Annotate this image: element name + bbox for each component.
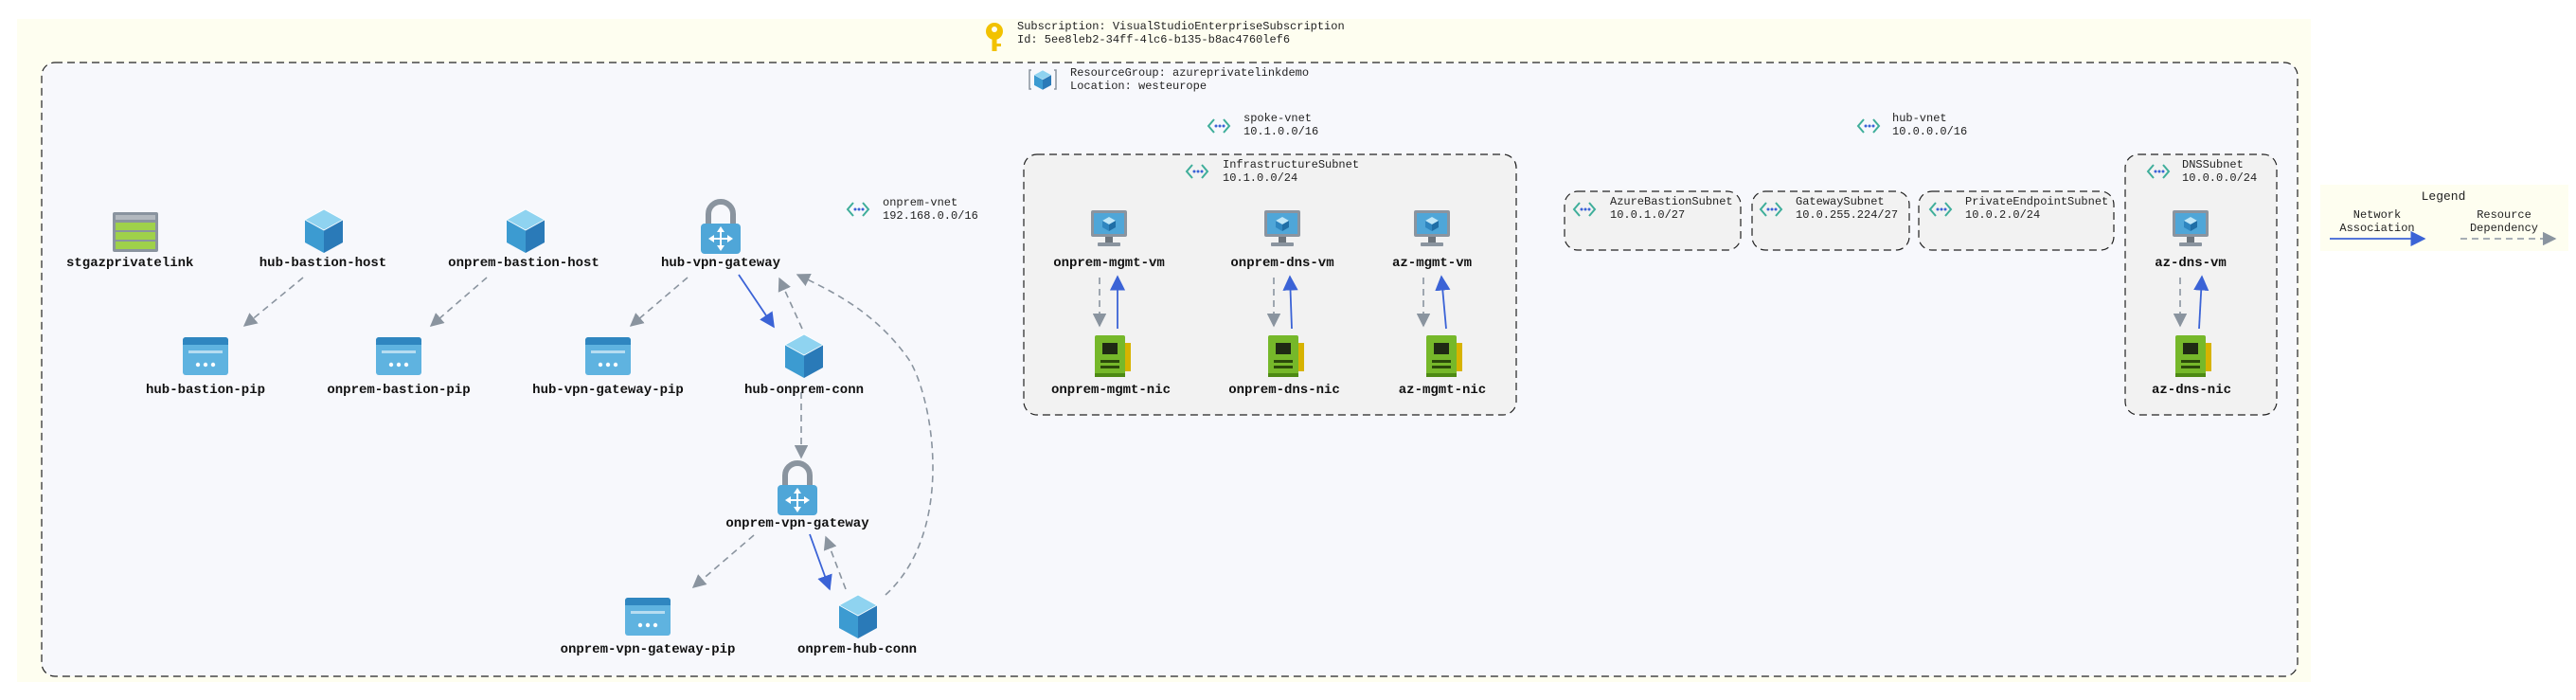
hub-vnet-cidr: 10.0.0.0/16: [1892, 125, 1967, 138]
bastion-subnet-cidr: 10.0.1.0/27: [1610, 208, 1685, 222]
onprem-mgmt-vm-node[interactable]: onprem-mgmt-vm: [1053, 210, 1165, 271]
onprem-bastion-host-node[interactable]: onprem-bastion-host: [448, 208, 599, 271]
onprem-mgmt-nic-node[interactable]: onprem-mgmt-nic: [1051, 335, 1171, 398]
az-dns-nic-node[interactable]: az-dns-nic: [2152, 335, 2231, 398]
legend-title: Legend: [2422, 189, 2466, 204]
private-endpoint-subnet-name: PrivateEndpointSubnet: [1965, 195, 2108, 208]
az-dns-vm-label: az-dns-vm: [2155, 256, 2227, 271]
hub-onprem-conn-node[interactable]: hub-onprem-conn: [744, 333, 864, 398]
subscription-id: Id: 5ee8leb2-34ff-4lc6-b135-b8ac4760lef6: [1017, 33, 1290, 46]
legend-network-line2: Association: [2339, 222, 2414, 235]
network-association-edges: [738, 274, 2209, 591]
legend-network-line1: Network: [2353, 208, 2401, 222]
hub-vpn-gateway-label: hub-vpn-gateway: [661, 256, 781, 271]
onprem-hub-conn-label: onprem-hub-conn: [797, 642, 917, 657]
stgazprivatelink-node[interactable]: stgazprivatelink: [66, 212, 193, 271]
gateway-subnet-name: GatewaySubnet: [1796, 195, 1885, 208]
hub-onprem-conn-label: hub-onprem-conn: [744, 383, 864, 398]
gateway-subnet-cidr: 10.0.255.224/27: [1796, 208, 1898, 222]
key-icon: [986, 23, 1003, 51]
resource-group-location: Location: westeurope: [1070, 80, 1207, 93]
dependency-edges: [242, 274, 2188, 596]
onprem-bastion-pip-label: onprem-bastion-pip: [327, 383, 470, 398]
onprem-bastion-host-label: onprem-bastion-host: [448, 256, 599, 271]
onprem-bastion-pip-node[interactable]: onprem-bastion-pip: [327, 337, 471, 398]
hub-vpn-gateway-pip-label: hub-vpn-gateway-pip: [532, 383, 684, 398]
legend-dependency-line1: Resource: [2477, 208, 2531, 222]
az-mgmt-nic-label: az-mgmt-nic: [1399, 383, 1486, 398]
resource-group-name: ResourceGroup: azureprivatelinkdemo: [1070, 66, 1309, 80]
onprem-vpn-gateway-node[interactable]: onprem-vpn-gateway: [725, 463, 869, 531]
hub-vpn-gateway-node[interactable]: hub-vpn-gateway: [661, 202, 781, 271]
az-mgmt-vm-label: az-mgmt-vm: [1392, 256, 1472, 271]
az-dns-vm-node[interactable]: az-dns-vm: [2155, 210, 2227, 271]
bastion-subnet: [1564, 190, 1742, 251]
spoke-vnet-name: spoke-vnet: [1243, 112, 1312, 125]
onprem-vnet-name: onprem-vnet: [883, 196, 957, 209]
onprem-vpn-gateway-label: onprem-vpn-gateway: [725, 516, 869, 531]
private-endpoint-subnet-cidr: 10.0.2.0/24: [1965, 208, 2040, 222]
public-ip-icon: [585, 337, 631, 375]
az-mgmt-nic-node[interactable]: az-mgmt-nic: [1399, 335, 1486, 398]
gateway-subnet: [1751, 190, 1910, 251]
stgazprivatelink-label: stgazprivatelink: [66, 256, 193, 271]
bastion-subnet-name: AzureBastionSubnet: [1610, 195, 1733, 208]
subscription-name: Subscription: VisualStudioEnterpriseSubs…: [1017, 20, 1345, 33]
az-dns-nic-label: az-dns-nic: [2152, 383, 2231, 398]
hub-bastion-pip-label: hub-bastion-pip: [146, 383, 265, 398]
onprem-vpn-gateway-pip-label: onprem-vpn-gateway-pip: [561, 642, 736, 657]
onprem-mgmt-nic-label: onprem-mgmt-nic: [1051, 383, 1171, 398]
onprem-hub-conn-node[interactable]: onprem-hub-conn: [797, 594, 917, 657]
onprem-dns-vm-node[interactable]: onprem-dns-vm: [1230, 210, 1334, 271]
dns-subnet-name: DNSSubnet: [2182, 158, 2244, 171]
hub-bastion-pip-node[interactable]: hub-bastion-pip: [146, 337, 265, 398]
storage-account-icon: [113, 212, 158, 252]
private-endpoint-subnet: [1918, 190, 2115, 251]
az-mgmt-vm-node[interactable]: az-mgmt-vm: [1392, 210, 1472, 271]
hub-bastion-host-node[interactable]: hub-bastion-host: [259, 208, 386, 271]
infrastructure-subnet: [1023, 153, 1517, 416]
dns-subnet-cidr: 10.0.0.0/24: [2182, 171, 2257, 185]
infrastructure-subnet-cidr: 10.1.0.0/24: [1223, 171, 1297, 185]
public-ip-icon: [183, 337, 228, 375]
infrastructure-subnet-name: InfrastructureSubnet: [1223, 158, 1359, 171]
onprem-vnet-cidr: 192.168.0.0/16: [883, 209, 978, 223]
legend-dependency-line2: Dependency: [2470, 222, 2538, 235]
hub-vnet-name: hub-vnet: [1892, 112, 1947, 125]
hub-bastion-host-label: hub-bastion-host: [259, 256, 386, 271]
onprem-vpn-gateway-pip-node[interactable]: onprem-vpn-gateway-pip: [561, 598, 736, 657]
spoke-vnet-cidr: 10.1.0.0/16: [1243, 125, 1318, 138]
onprem-dns-vm-label: onprem-dns-vm: [1230, 256, 1333, 271]
hub-vpn-gateway-pip-node[interactable]: hub-vpn-gateway-pip: [532, 337, 684, 398]
public-ip-icon: [376, 337, 421, 375]
legend: Legend Network Association Resource Depe…: [2320, 185, 2568, 251]
onprem-mgmt-vm-label: onprem-mgmt-vm: [1053, 256, 1165, 271]
onprem-dns-nic-node[interactable]: onprem-dns-nic: [1228, 335, 1340, 398]
onprem-dns-nic-label: onprem-dns-nic: [1228, 383, 1340, 398]
public-ip-icon: [625, 598, 671, 636]
resource-group-icon: [1029, 69, 1057, 90]
